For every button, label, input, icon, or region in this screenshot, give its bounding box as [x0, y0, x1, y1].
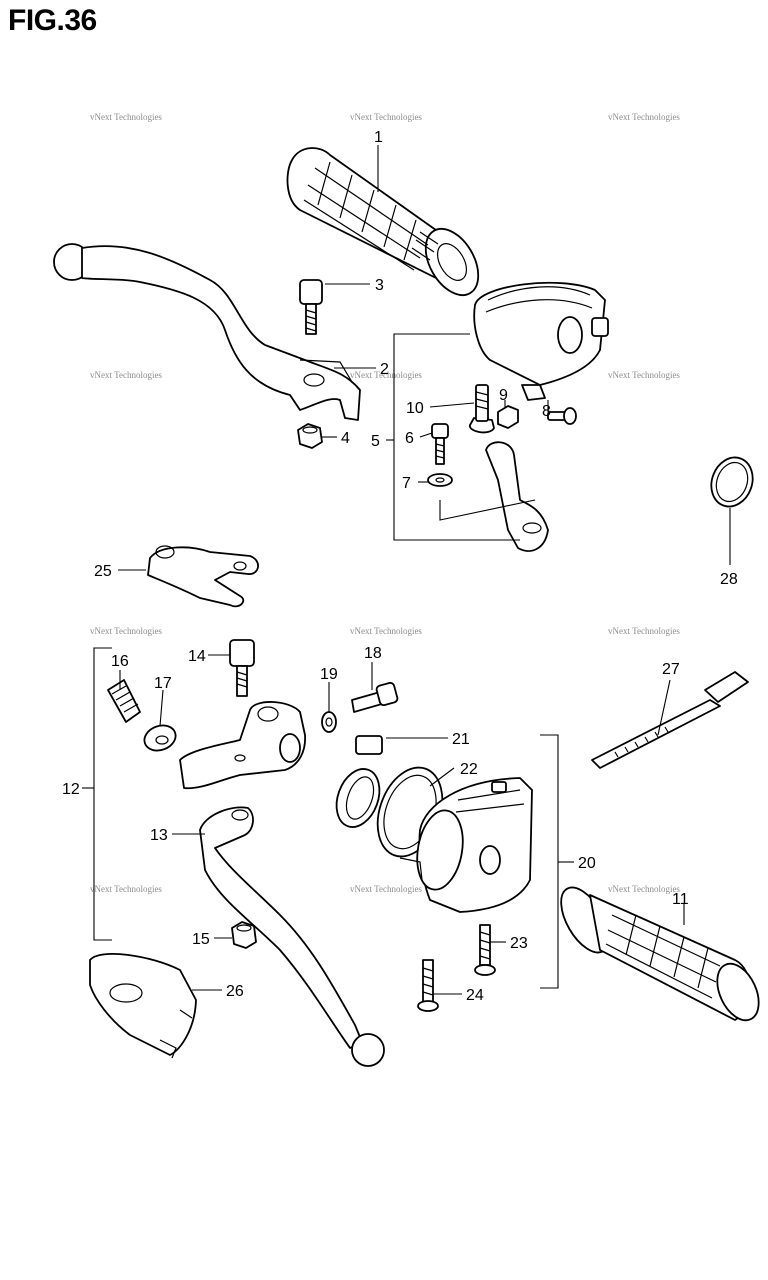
part-screw-18: [351, 682, 399, 713]
callout-2: 2: [380, 361, 389, 378]
callout-3: 3: [375, 277, 384, 294]
callout-8: 8: [542, 403, 551, 420]
callout-6: 6: [405, 430, 414, 447]
callout-10: 10: [406, 400, 424, 417]
callout-25: 25: [94, 563, 112, 580]
figure-title: FIG.36: [8, 4, 97, 37]
part-screw-23: [474, 924, 496, 976]
callout-13: 13: [150, 827, 168, 844]
part-switch-plate: [439, 441, 549, 552]
callout-19: 19: [320, 666, 338, 683]
part-screw-24: [417, 959, 439, 1012]
watermark: vNext Technologies: [608, 626, 680, 636]
part-screw-8: [547, 407, 577, 425]
callout-24: 24: [466, 987, 484, 1004]
callout-20: 20: [578, 855, 596, 872]
part-switch-housing-upper: [473, 281, 609, 401]
callout-26: 26: [226, 983, 244, 1000]
part-switch-housing-lower: [399, 777, 533, 913]
callout-27: 27: [662, 661, 680, 678]
part-collar-21: [335, 735, 383, 828]
callout-16: 16: [111, 653, 129, 670]
watermark: vNext Technologies: [350, 626, 422, 636]
callout-11: 11: [672, 891, 689, 908]
part-strap-27: [591, 671, 749, 769]
part-grip-upper: [286, 147, 480, 296]
part-nut-9: [497, 405, 519, 429]
callout-12: 12: [62, 781, 80, 798]
callout-22: 22: [460, 761, 478, 778]
watermark: vNext Technologies: [608, 884, 680, 894]
watermark: vNext Technologies: [608, 112, 680, 122]
watermarks: vNext Technologies vNext Technologies vN…: [90, 112, 680, 894]
callout-1: 1: [374, 129, 383, 146]
watermark: vNext Technologies: [90, 884, 162, 894]
watermark: vNext Technologies: [90, 626, 162, 636]
part-adjuster-16: [107, 679, 141, 723]
callout-9: 9: [499, 387, 508, 404]
watermark: vNext Technologies: [90, 370, 162, 380]
callout-14: 14: [188, 648, 206, 665]
callout-labels: 1 2 3 4 5 6 7 8 9 10 11 12 13 14 15 16 1…: [62, 129, 738, 1004]
part-oring-28: [710, 456, 754, 508]
callout-4: 4: [341, 430, 350, 447]
part-clutch-lever: [199, 806, 385, 1067]
part-pivot-bolt: [299, 279, 323, 335]
callout-7: 7: [402, 475, 411, 492]
bracket-5: [393, 333, 520, 541]
part-lever-cover-26: [89, 953, 197, 1059]
callout-28: 28: [720, 571, 738, 588]
callout-5: 5: [371, 433, 380, 450]
bracket-12: [93, 647, 112, 941]
callout-18: 18: [364, 645, 382, 662]
leader-lines: [82, 145, 731, 995]
watermark: vNext Technologies: [90, 112, 162, 122]
watermark: vNext Technologies: [350, 370, 422, 380]
callout-23: 23: [510, 935, 528, 952]
watermark: vNext Technologies: [350, 112, 422, 122]
part-locknut-17: [143, 724, 177, 752]
watermark: vNext Technologies: [350, 884, 422, 894]
watermark: vNext Technologies: [608, 370, 680, 380]
part-lever-nut: [297, 423, 323, 449]
callout-17: 17: [154, 675, 172, 692]
part-washer-19: [321, 711, 337, 733]
callout-15: 15: [192, 931, 210, 948]
part-screw-10: [469, 384, 495, 434]
part-clutch-holder: [179, 701, 306, 790]
part-washer-7: [427, 473, 453, 487]
part-nut-15: [231, 921, 257, 949]
part-brake-lever: [53, 243, 361, 421]
part-clamp-25: [147, 545, 259, 608]
part-bolt-6: [431, 423, 449, 465]
part-grip-lower: [560, 886, 760, 1022]
callout-21: 21: [452, 731, 470, 748]
bracket-20: [540, 734, 559, 989]
part-pivot-bolt-14: [229, 639, 255, 697]
